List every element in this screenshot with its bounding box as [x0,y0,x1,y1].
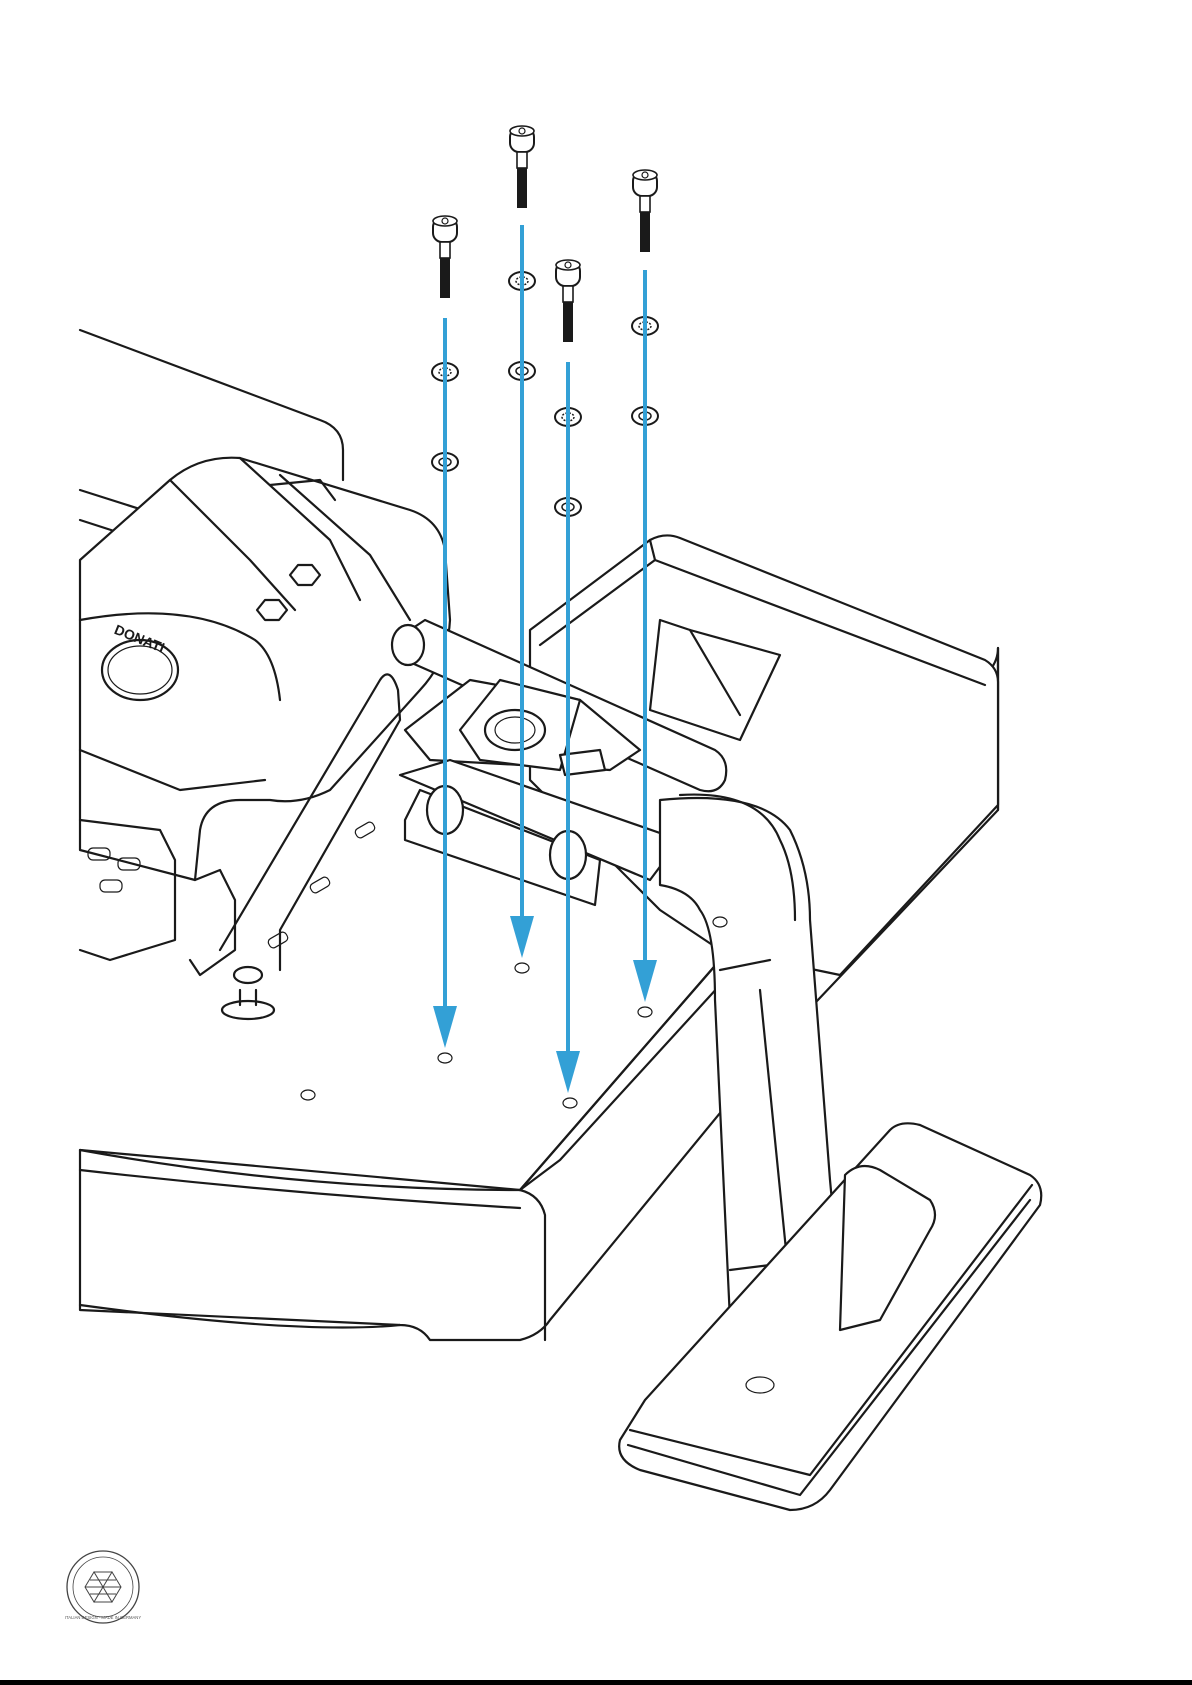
bottom-rule [0,1680,1192,1685]
arrow-head [510,916,534,958]
mounting-hole [438,1053,452,1063]
screw-icon [433,216,457,298]
seal-logo-icon: ITALIAN DESIGN · MADE IN GERMANY [65,1551,141,1623]
mounting-hole [515,963,529,973]
screw-shank [563,286,573,302]
screw-thread [440,258,450,298]
mounting-hole [638,1007,652,1017]
screw-shank [440,242,450,258]
mounting-hole [301,1090,315,1100]
arrow-head [633,960,657,1002]
arrow-down-icon [433,318,457,1048]
screw-icon [633,170,657,252]
fastener-group [432,126,658,516]
arrow-head [433,1006,457,1048]
arrow-head [556,1051,580,1093]
seal-text: ITALIAN DESIGN · MADE IN GERMANY [65,1615,141,1620]
screw-icon [556,260,580,342]
screw-thread [563,302,573,342]
screw-shank [517,152,527,168]
screw-thread [640,212,650,252]
mounting-hole [563,1098,577,1108]
screw-thread [517,168,527,208]
screw-icon [510,126,534,208]
screw-shank [640,196,650,212]
